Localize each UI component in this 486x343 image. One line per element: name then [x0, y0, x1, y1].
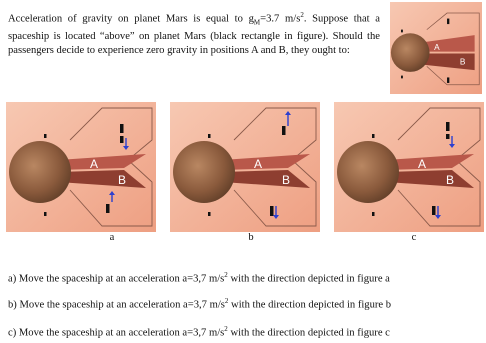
figure-panel-c: A B	[334, 102, 484, 232]
spaceship	[446, 134, 450, 139]
spaceship	[432, 206, 436, 215]
spaceship	[446, 122, 450, 131]
gravity-subscript: M	[253, 18, 261, 27]
spaceship	[401, 75, 403, 79]
option-text: c) Move the spaceship at an acceleration…	[8, 327, 225, 339]
region-b	[386, 170, 474, 188]
option-text: with the direction depicted in figure c	[227, 327, 390, 339]
panel-label-b: b	[248, 232, 254, 243]
spaceship	[401, 29, 403, 33]
region-a-label: A	[434, 43, 440, 52]
arrow-head	[123, 146, 129, 150]
unit-superscript: 2	[224, 271, 228, 279]
spaceship	[208, 134, 211, 138]
spaceship	[372, 134, 375, 138]
region-b-label: B	[460, 58, 466, 67]
region-a	[386, 154, 474, 170]
spaceship	[44, 212, 47, 216]
spaceship	[270, 206, 274, 216]
figure-panel-b: A B	[170, 102, 320, 232]
unit-superscript: 2	[300, 11, 304, 19]
option-text: a) Move the spaceship at an acceleration…	[8, 273, 225, 285]
answer-option-a[interactable]: a) Move the spaceship at an acceleration…	[8, 268, 486, 287]
hero-figure: A B	[390, 2, 482, 94]
mars-planet	[9, 141, 71, 203]
spaceship	[120, 136, 124, 143]
question-part: =3.7 m/s	[260, 13, 301, 25]
option-text: b) Move the spaceship at an acceleration…	[8, 299, 225, 311]
figure-panel-a: A B	[6, 102, 156, 232]
region-a	[222, 154, 310, 170]
spaceship	[447, 77, 450, 83]
spaceship	[44, 134, 47, 138]
question-part: Acceleration of gravity on planet Mars i…	[8, 13, 254, 25]
arrow-head	[273, 215, 279, 219]
region-b	[58, 170, 146, 188]
region-b-label: B	[446, 173, 454, 187]
arrow-head	[285, 111, 291, 115]
mars-planet	[337, 141, 399, 203]
region-a-label: A	[254, 157, 262, 171]
spaceship	[208, 212, 211, 216]
option-text: with the direction depicted in figure b	[228, 299, 392, 311]
arrow-head	[435, 215, 441, 219]
mars-planet	[173, 141, 235, 203]
spaceship	[282, 126, 286, 135]
panel-label-a: a	[109, 232, 115, 243]
region-a	[58, 154, 146, 170]
region-b-label: B	[118, 173, 126, 187]
region-a-label: A	[418, 157, 426, 171]
arrow-head	[449, 144, 455, 148]
question-part: . Suppose that a spaceship is located “a…	[8, 13, 381, 56]
spaceship	[372, 212, 375, 216]
region-a-label: A	[90, 157, 98, 171]
region-b	[222, 170, 310, 188]
unit-superscript: 2	[224, 297, 229, 305]
answer-option-b[interactable]: b) Move the spaceship at an acceleration…	[8, 294, 486, 313]
spaceship	[447, 18, 450, 25]
mars-planet	[390, 33, 430, 72]
region-b-label: B	[282, 173, 290, 187]
panel-label-c: c	[411, 232, 417, 243]
answer-option-c[interactable]: c) Move the spaceship at an acceleration…	[8, 322, 486, 341]
spaceship	[120, 124, 124, 133]
arrow-head	[109, 191, 115, 195]
spaceship	[106, 204, 110, 213]
unit-superscript: 2	[224, 325, 228, 333]
region-a	[421, 35, 475, 52]
question-text: Acceleration of gravity on planet Mars i…	[8, 8, 380, 58]
option-text: with the direction depicted in figure a	[227, 273, 390, 285]
